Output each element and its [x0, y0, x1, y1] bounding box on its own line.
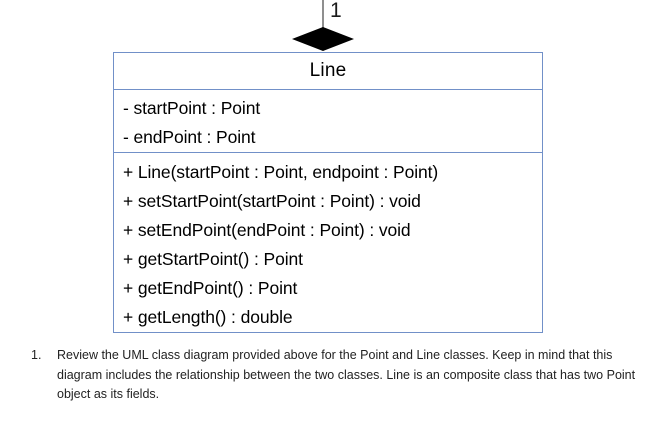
uml-methods-compartment: + Line(startPoint : Point, endpoint : Po… — [114, 153, 542, 332]
uml-attributes-compartment: - startPoint : Point - endPoint : Point — [114, 90, 542, 153]
uml-method-row: + getStartPoint() : Point — [123, 249, 303, 269]
uml-method-row: + getEndPoint() : Point — [123, 278, 298, 298]
list-item-text: Review the UML class diagram provided ab… — [57, 348, 636, 401]
list-item: 1. Review the UML class diagram provided… — [0, 346, 656, 405]
uml-class-box-line[interactable]: Line - startPoint : Point - endPoint : P… — [113, 52, 543, 333]
uml-attribute-row: - startPoint : Point — [123, 98, 261, 118]
uml-class-title-compartment: Line — [114, 53, 542, 90]
composition-diamond-icon — [292, 27, 354, 51]
uml-method-row: + setStartPoint(startPoint : Point) : vo… — [123, 191, 421, 211]
association-multiplicity-label: 1 — [330, 0, 342, 22]
uml-class-name: Line — [309, 60, 347, 81]
uml-method-row: + setEndPoint(endPoint : Point) : void — [123, 220, 411, 240]
association-connector-line — [322, 0, 324, 40]
uml-attribute-row: - endPoint : Point — [123, 127, 256, 147]
uml-method-row: + Line(startPoint : Point, endpoint : Po… — [123, 162, 439, 182]
list-item-marker: 1. — [31, 348, 42, 362]
uml-method-row: + getLength() : double — [123, 307, 293, 327]
instructions-list: 1. Review the UML class diagram provided… — [0, 346, 656, 405]
